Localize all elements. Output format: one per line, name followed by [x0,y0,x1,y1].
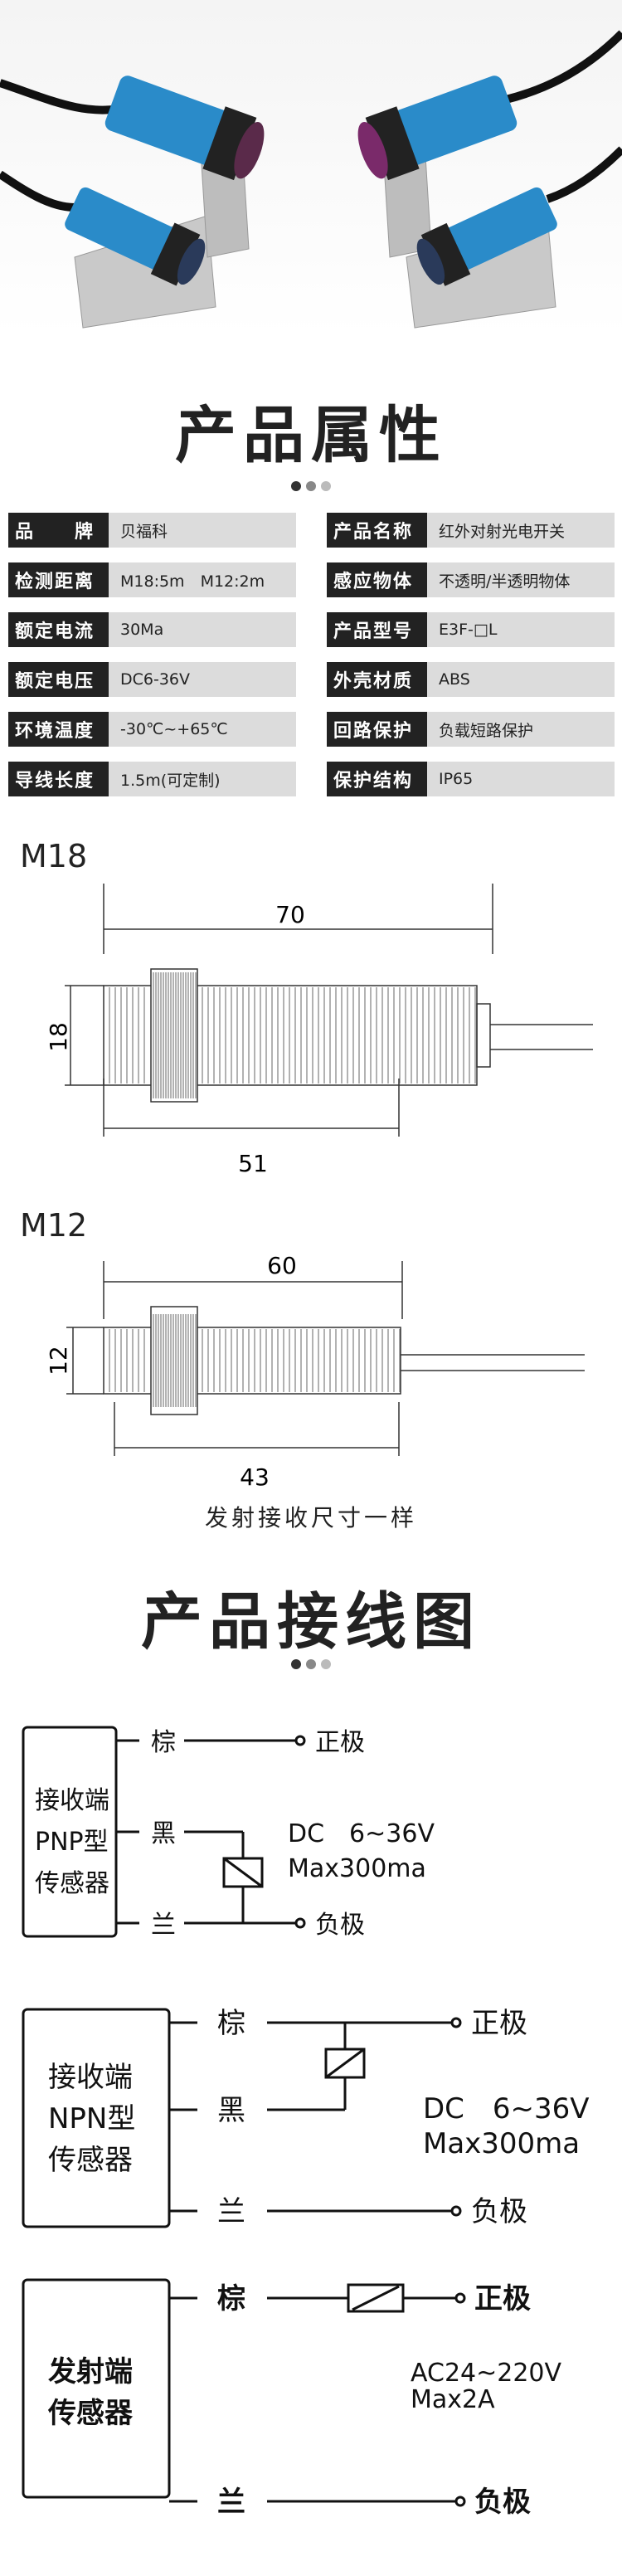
property-label: 检测距离 [8,562,109,597]
dot [321,481,331,491]
property-label: 外壳材质 [327,662,427,697]
emitter-box-line2: 传感器 [47,2397,134,2430]
pnp-box-line3: 传感器 [35,1869,109,1898]
property-value: 1.5m(可定制) [109,762,296,796]
npn-wiring-diagram: 棕 黑 兰 正极 负极 接收端 NPN型 传感器 DC 6~36V Max300… [22,2007,590,2228]
pnp-spec-voltage: DC 6~36V [288,1819,435,1848]
pnp-box-line2: PNP型 [35,1828,109,1857]
property-value: 30Ma [109,612,296,647]
wire-black-label: 黑 [217,2094,245,2127]
property-value: -30℃~+65℃ [109,712,296,747]
emitter-spec-voltage: AC24~220V [411,2359,562,2388]
dot [291,481,301,491]
wire-brown-label: 棕 [217,2007,245,2040]
property-label: 保护结构 [327,762,427,796]
property-value: ABS [427,662,615,697]
negative-label: 负极 [315,1911,365,1940]
npn-spec-voltage: DC 6~36V [423,2092,590,2126]
property-value: E3F-□L [427,612,615,647]
m18-length-value: 70 [275,901,305,928]
property-label: 感应物体 [327,562,427,597]
sensor-photo-illustration [0,30,622,329]
npn-box-line3: 传感器 [48,2144,133,2177]
positive-label: 正极 [474,2282,531,2315]
m12-thread-value: 43 [240,1463,270,1491]
m18-diameter-value: 18 [45,1022,72,1052]
wire-black-label: 黑 [151,1819,176,1848]
positive-label: 正极 [471,2007,527,2040]
emitter-wiring-diagram: 棕 兰 正极 负极 发射端 传感器 AC24~220V Max2A [22,2278,562,2519]
wire-blue-label: 兰 [217,2195,245,2228]
property-row: 品 牌贝福科 [8,513,296,548]
m12-label: M12 [20,1207,88,1244]
property-row: 感应物体不透明/半透明物体 [327,562,615,597]
m12-dimension-drawing: 60 43 12 [45,1252,585,1491]
carousel-dots-2 [0,1659,622,1669]
wire-brown-label: 棕 [217,2282,245,2315]
pnp-spec-current: Max300ma [288,1854,426,1883]
property-value: DC6-36V [109,662,296,697]
emitter-box-line1: 发射端 [48,2355,133,2389]
property-row: 环境温度-30℃~+65℃ [8,712,296,747]
emitter-spec-current: Max2A [411,2385,495,2414]
npn-spec-current: Max300ma [423,2127,580,2160]
dot [321,1659,331,1669]
property-value: M18:5m M12:2m [109,562,296,597]
dot [306,481,316,491]
npn-box-line1: 接收端 [48,2061,133,2094]
negative-label: 负极 [471,2195,527,2228]
property-label: 导线长度 [8,762,109,796]
property-value: 贝福科 [109,513,296,548]
property-label: 回路保护 [327,712,427,747]
property-row: 回路保护负载短路保护 [327,712,615,747]
npn-box-line2: NPN型 [48,2102,135,2135]
m18-label: M18 [20,838,88,874]
property-value: 负载短路保护 [427,712,615,747]
m18-thread-value: 51 [238,1150,268,1177]
section-title-wiring: 产品接线图 [141,1586,481,1658]
property-value: 不透明/半透明物体 [427,562,615,597]
wire-brown-label: 棕 [151,1728,176,1757]
size-note: 发射接收尺寸一样 [204,1504,417,1531]
property-label: 品 牌 [8,513,109,548]
m12-diameter-value: 12 [45,1346,72,1376]
carousel-dots [0,481,622,491]
property-label: 产品型号 [327,612,427,647]
property-label: 产品名称 [327,513,427,548]
property-label: 额定电流 [8,612,109,647]
property-value: IP65 [427,762,615,796]
wire-blue-label: 兰 [151,1911,176,1940]
dot [291,1659,301,1669]
m12-length-value: 60 [267,1252,297,1279]
section-title-properties: 产品属性 [175,400,447,471]
pnp-box-line1: 接收端 [35,1786,109,1815]
dot [306,1659,316,1669]
property-label: 环境温度 [8,712,109,747]
negative-label: 负极 [474,2486,531,2519]
property-value: 红外对射光电开关 [427,513,615,548]
product-photo [0,0,622,336]
m18-dimension-drawing: /* hatch */ 70 51 18 [45,884,593,1177]
property-label: 额定电压 [8,662,109,697]
pnp-wiring-diagram: 棕 黑 兰 正极 负极 接收端 PNP型 传感器 DC 6~36V Max300… [22,1726,435,1940]
wire-blue-label: 兰 [217,2486,245,2519]
positive-label: 正极 [315,1728,365,1757]
property-row: 产品名称红外对射光电开关 [327,513,615,548]
